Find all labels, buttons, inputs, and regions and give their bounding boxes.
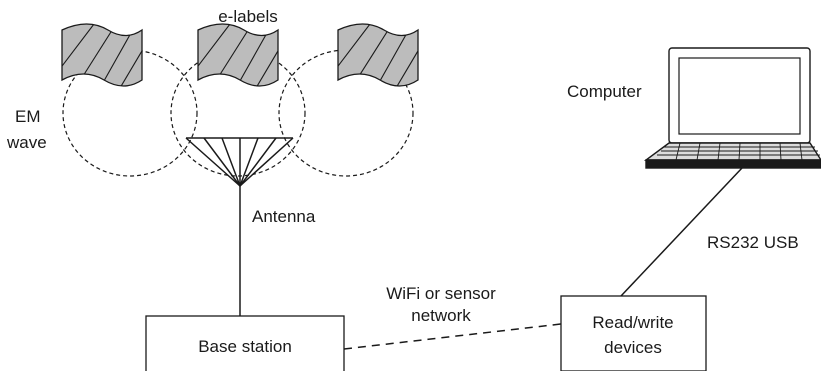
base-station-box — [145, 315, 345, 371]
e-labels-label: e-labels — [218, 7, 278, 26]
e-label-tag-icon — [61, 23, 143, 87]
wave-label: wave — [6, 133, 47, 152]
read-write-devices-box — [560, 295, 707, 371]
read-write-label-line1: Read/write — [592, 313, 673, 332]
em-wave-circle-right — [278, 49, 414, 177]
wifi-link — [343, 323, 562, 350]
em-wave-circles — [62, 49, 414, 177]
read-write-label-line2: devices — [604, 338, 662, 357]
antenna-label: Antenna — [252, 207, 316, 226]
antenna-icon — [185, 137, 294, 187]
computer-label: Computer — [567, 82, 642, 101]
laptop-computer-icon — [643, 47, 821, 169]
e-label-tag-icon — [337, 23, 419, 87]
em-wave-circle-left — [62, 49, 198, 177]
wifi-label-line1: WiFi or sensor — [386, 284, 496, 303]
wifi-label-line2: network — [411, 306, 471, 325]
e-label-tag-icon — [197, 23, 279, 87]
em-label: EM — [15, 107, 41, 126]
rs232-usb-label: RS232 USB — [707, 233, 799, 252]
em-wave-circle-center — [170, 49, 306, 177]
rs232-usb-link — [620, 167, 743, 297]
base-station-label: Base station — [198, 337, 292, 356]
